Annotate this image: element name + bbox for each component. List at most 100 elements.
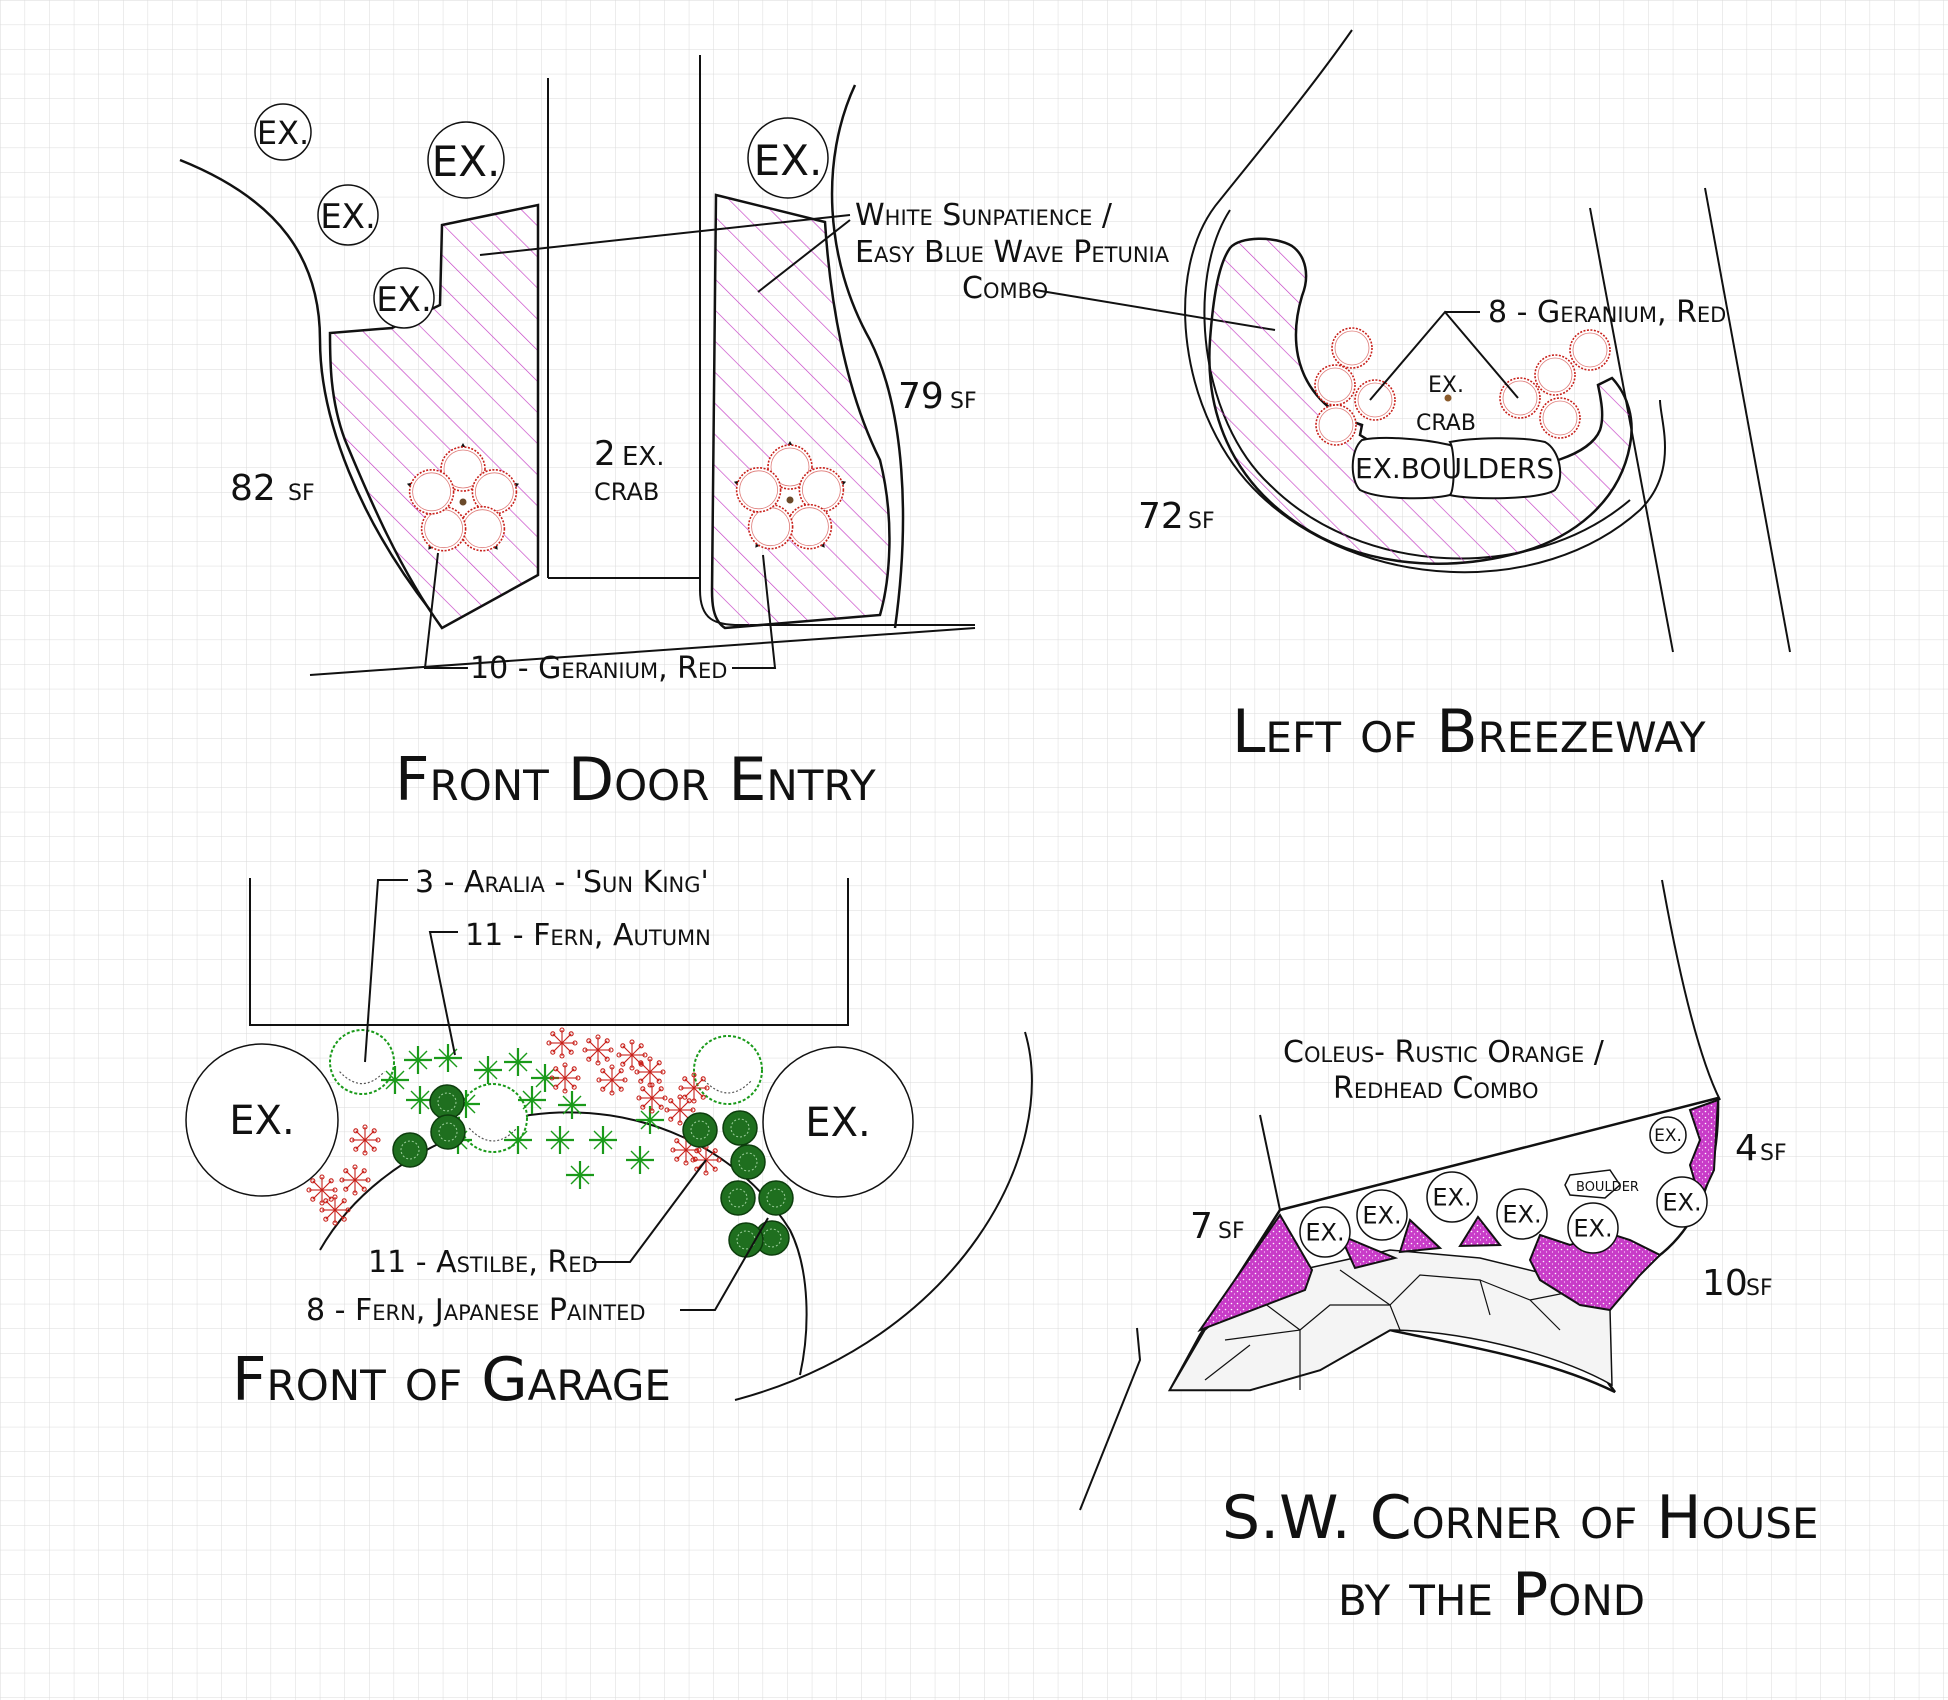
geranium-plant xyxy=(1539,397,1581,439)
geranium-plant xyxy=(1534,354,1576,396)
crab-trunk xyxy=(786,496,794,504)
astilbe-leader xyxy=(592,1159,707,1263)
astilbe-plant xyxy=(349,1124,381,1156)
boulder xyxy=(1564,1169,1621,1199)
crab-existing: EX. xyxy=(1428,373,1464,398)
existing-shrub: EX. xyxy=(1649,1116,1687,1154)
combo-leader-right xyxy=(757,219,851,293)
existing-shrub: EX. xyxy=(185,1043,339,1197)
autumn-fern-plant xyxy=(406,1086,434,1114)
astilbe-plant xyxy=(596,1064,628,1096)
autumn-fern-plant xyxy=(474,1056,502,1084)
existing-label: EX. xyxy=(432,137,501,186)
garage-planting xyxy=(306,1027,794,1258)
breezeway-plan: EX.BOULDERS EX. CRAB 8 - Geranium, Red 7… xyxy=(1138,29,1791,767)
existing-shrub: EX. xyxy=(373,267,435,329)
right-bed-area: 79 xyxy=(898,376,944,417)
garage-arc-outer xyxy=(734,1031,1033,1401)
existing-shrub: EX. xyxy=(1356,1189,1408,1241)
astilbe-plant xyxy=(678,1072,710,1104)
existing-label: EX. xyxy=(1432,1183,1471,1211)
pond-edge-1 xyxy=(1259,1114,1281,1211)
left-bed-area: 82 xyxy=(230,468,276,509)
autumn-fern-plant xyxy=(504,1126,532,1154)
bed-area-7: 7 xyxy=(1190,1206,1213,1247)
astilbe-plant xyxy=(546,1027,578,1059)
garage-wall xyxy=(249,878,849,1026)
geranium-cluster xyxy=(733,441,847,550)
combo-leader-left xyxy=(479,214,851,256)
existing-label: EX. xyxy=(1662,1188,1701,1216)
autumn-fern-plant xyxy=(546,1126,574,1154)
autumn-fern-plant xyxy=(381,1066,409,1094)
fern-autumn-callout: 11 - Fern, Autumn xyxy=(465,918,711,953)
aralia-plant xyxy=(693,1035,763,1105)
existing-label: EX. xyxy=(376,280,432,320)
crab-existing: EX. xyxy=(622,442,665,472)
geranium-plant xyxy=(1315,404,1357,446)
existing-shrub: EX. xyxy=(317,184,379,246)
garage-title: Front of Garage xyxy=(232,1345,671,1415)
geranium-plant xyxy=(1569,329,1611,371)
crab-name: CRAB xyxy=(594,478,659,506)
geranium-cluster xyxy=(406,443,520,552)
astilbe-plant xyxy=(634,1056,666,1088)
sf-unit: SF xyxy=(950,389,977,414)
coleus-label-line2: Redhead Combo xyxy=(1333,1071,1539,1106)
geranium-plant xyxy=(1331,327,1373,369)
existing-label: EX. xyxy=(1362,1201,1401,1229)
japanese-painted-fern-plant xyxy=(758,1180,794,1216)
sw-corner-plan: EX.EX.EX.EX.EX.EX.EX. BOULDER Coleus- Ru… xyxy=(1079,879,1819,1630)
coleus-label-line1: Coleus- Rustic Orange / xyxy=(1283,1035,1605,1070)
astilbe-plant xyxy=(582,1034,614,1066)
right-walk-edge xyxy=(830,84,905,629)
autumn-fern-plant xyxy=(518,1086,546,1114)
geranium-plant xyxy=(1314,364,1356,406)
autumn-fern-plant xyxy=(504,1048,532,1076)
japanese-painted-fern-plant xyxy=(722,1110,758,1146)
autumn-fern-plant xyxy=(558,1091,586,1119)
japanese-painted-fern-plant xyxy=(429,1084,465,1120)
annual-bed-small xyxy=(1338,1233,1399,1270)
breezeway-wall-2 xyxy=(1704,187,1791,653)
existing-shrub: EX. xyxy=(1567,1202,1619,1254)
annual-bed-small xyxy=(1458,1215,1503,1248)
paving-joints xyxy=(1204,1269,1581,1390)
front-door-entry-plan: EX. EX. EX. EX. EX. 10 - Geranium, Red 8… xyxy=(179,55,1276,815)
existing-shrub: EX. xyxy=(1426,1171,1478,1223)
bed-area: 72 xyxy=(1138,496,1184,537)
geranium-plant xyxy=(798,467,845,513)
geranium-group xyxy=(1314,327,1611,446)
existing-label: EX. xyxy=(1502,1200,1541,1228)
house-wall-line xyxy=(1661,879,1721,1101)
existing-shrub: EX. xyxy=(1656,1176,1708,1228)
annual-bed-7sf xyxy=(1197,1213,1314,1333)
pond-edge-2 xyxy=(1079,1327,1142,1511)
japanese-painted-fern-plant xyxy=(730,1144,766,1180)
japanese-painted-fern-plant xyxy=(682,1112,718,1148)
sw-title-line2: by the Pond xyxy=(1338,1560,1645,1630)
boulders-label: EX.BOULDERS xyxy=(1355,452,1554,485)
boulder xyxy=(1448,437,1562,500)
geranium-leader-left xyxy=(423,552,468,669)
existing-shrub: EX. xyxy=(747,117,829,199)
existing-label: EX. xyxy=(229,1098,294,1144)
existing-shrub: EX. xyxy=(1299,1206,1351,1258)
garage-arc-inner xyxy=(319,1111,808,1376)
annual-bed-small xyxy=(1398,1218,1443,1254)
autumn-fern-plant xyxy=(404,1046,432,1074)
existing-shrub: EX. xyxy=(1496,1188,1548,1240)
astilbe-plant xyxy=(636,1082,668,1114)
existing-label: EX. xyxy=(805,1100,870,1146)
existing-label: EX. xyxy=(1654,1126,1682,1146)
geranium-plant xyxy=(459,505,506,552)
aralia-leader xyxy=(364,879,408,1063)
crab-trunk xyxy=(1444,394,1452,402)
sf-unit: SF xyxy=(1746,1276,1773,1301)
japanese-painted-fern-plant xyxy=(720,1180,756,1216)
front-door-title: Front Door Entry xyxy=(395,745,876,815)
sf-unit: SF xyxy=(1188,509,1215,534)
crab-name: CRAB xyxy=(1416,411,1476,436)
existing-shrub: EX. xyxy=(254,103,312,161)
